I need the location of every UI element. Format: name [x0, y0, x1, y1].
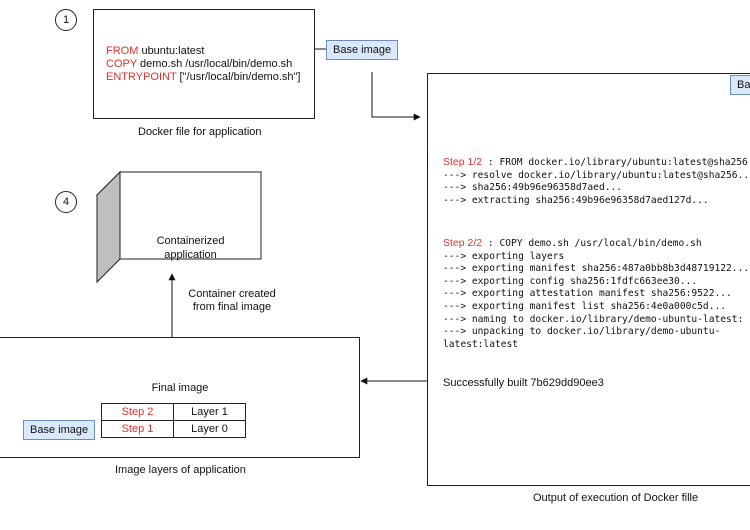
layer-row-step1: Step 1 Layer 0	[101, 420, 246, 438]
output-box: Base Step 1/2 : FROM docker.io/library/u…	[427, 73, 750, 486]
layer-row-step2: Step 2 Layer 1	[101, 403, 246, 421]
output-caption: Output of execution of Docker fille	[533, 492, 699, 504]
container-created-text: Container created from final image	[188, 288, 276, 313]
output-success-text: Successfully built 7b629dd90ee3	[443, 377, 604, 389]
output-base-tag: Base	[730, 75, 750, 95]
final-base-image-tag: Base image	[23, 420, 95, 440]
output-step2-block: Step 2/2 : COPY demo.sh /usr/local/bin/d…	[443, 237, 750, 350]
step-1-marker: 1	[55, 9, 77, 31]
step1-label: Step 1/2	[443, 156, 483, 168]
dockerfile-line-from: FROM ubuntu:latest	[106, 45, 205, 57]
dockerfile-to-output-arrow	[371, 72, 421, 121]
dockerfile-line-entrypoint: ENTRYPOINT ["/usr/local/bin/demo.sh"]	[106, 71, 301, 83]
step-4-marker: 4	[55, 191, 77, 213]
final-image-title: Final image	[151, 382, 209, 394]
dockerfile-caption: Docker file for application	[138, 126, 262, 138]
step2-label: Step 2/2	[443, 237, 483, 249]
container-label: Containerized application	[156, 235, 225, 261]
dockerfile-box: FROM ubuntu:latest COPY demo.sh /usr/loc…	[93, 9, 315, 119]
final-image-box: Final image Step 2 Layer 1 Step 1 Layer …	[0, 337, 360, 458]
image-layers-table: Step 2 Layer 1 Step 1 Layer 0	[101, 403, 246, 438]
container-cube	[95, 170, 263, 284]
output-step1-block: Step 1/2 : FROM docker.io/library/ubuntu…	[443, 156, 750, 206]
base-image-tag: Base image	[326, 40, 398, 60]
final-image-caption: Image layers of application	[115, 464, 246, 476]
dockerfile-line-copy: COPY demo.sh /usr/local/bin/demo.sh	[106, 58, 293, 70]
